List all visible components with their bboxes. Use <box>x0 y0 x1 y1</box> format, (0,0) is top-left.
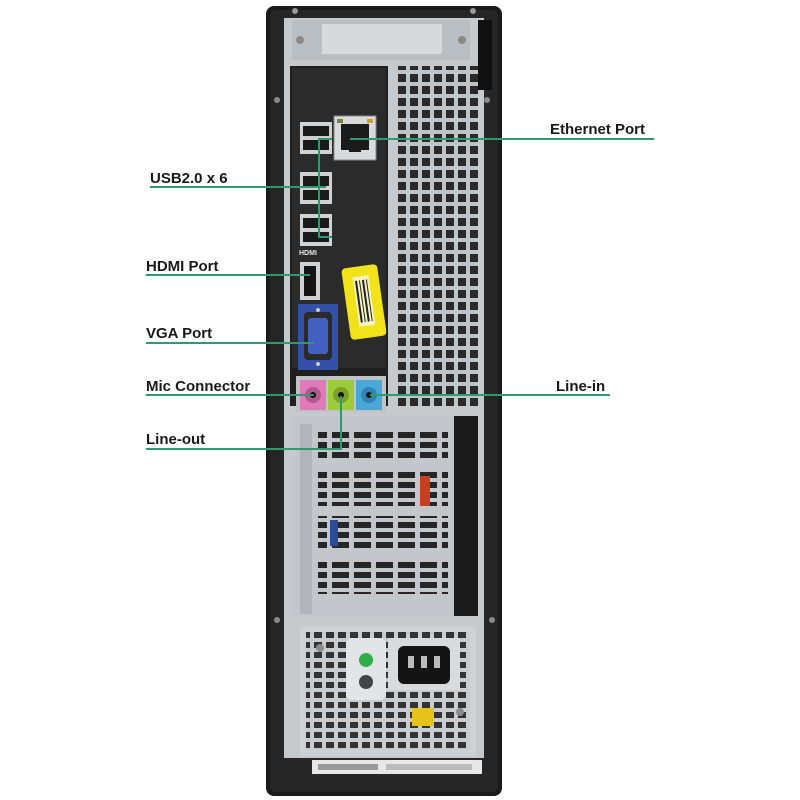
mic-connector-label: Mic Connector <box>146 378 251 395</box>
usb-leader-vertical <box>318 138 320 238</box>
side-vent-grill <box>398 66 478 406</box>
top-bracket <box>292 20 470 60</box>
hdmi-port-label: HDMI Port <box>146 258 219 275</box>
line-in-label: Line-in <box>556 378 606 395</box>
mic-leader-line <box>146 394 314 396</box>
power-supply <box>300 626 476 756</box>
hdmi-panel-mark: HDMI <box>299 250 317 257</box>
usb-leader-bottom <box>318 236 332 238</box>
usb-leader-line <box>150 186 326 188</box>
hdmi-port <box>300 262 320 300</box>
line-out-leader-vertical <box>340 396 342 450</box>
vga-port-label: VGA Port <box>146 325 213 342</box>
ethernet-port-label: Ethernet Port <box>550 121 646 138</box>
line-out-label: Line-out <box>146 431 206 448</box>
vga-port <box>298 304 338 370</box>
hdmi-leader-line <box>146 274 310 276</box>
usb-ports-label: USB2.0 x 6 <box>150 170 228 187</box>
service-tag-sticker <box>341 264 387 340</box>
expansion-slots <box>294 416 478 616</box>
bottom-label <box>312 760 482 774</box>
usb-ports <box>300 122 332 246</box>
ethernet-leader-line <box>350 138 654 140</box>
line-in-leader-line <box>370 394 610 396</box>
vga-leader-line <box>146 342 314 344</box>
usb-leader-top <box>318 138 332 140</box>
line-out-leader-line <box>146 448 342 450</box>
